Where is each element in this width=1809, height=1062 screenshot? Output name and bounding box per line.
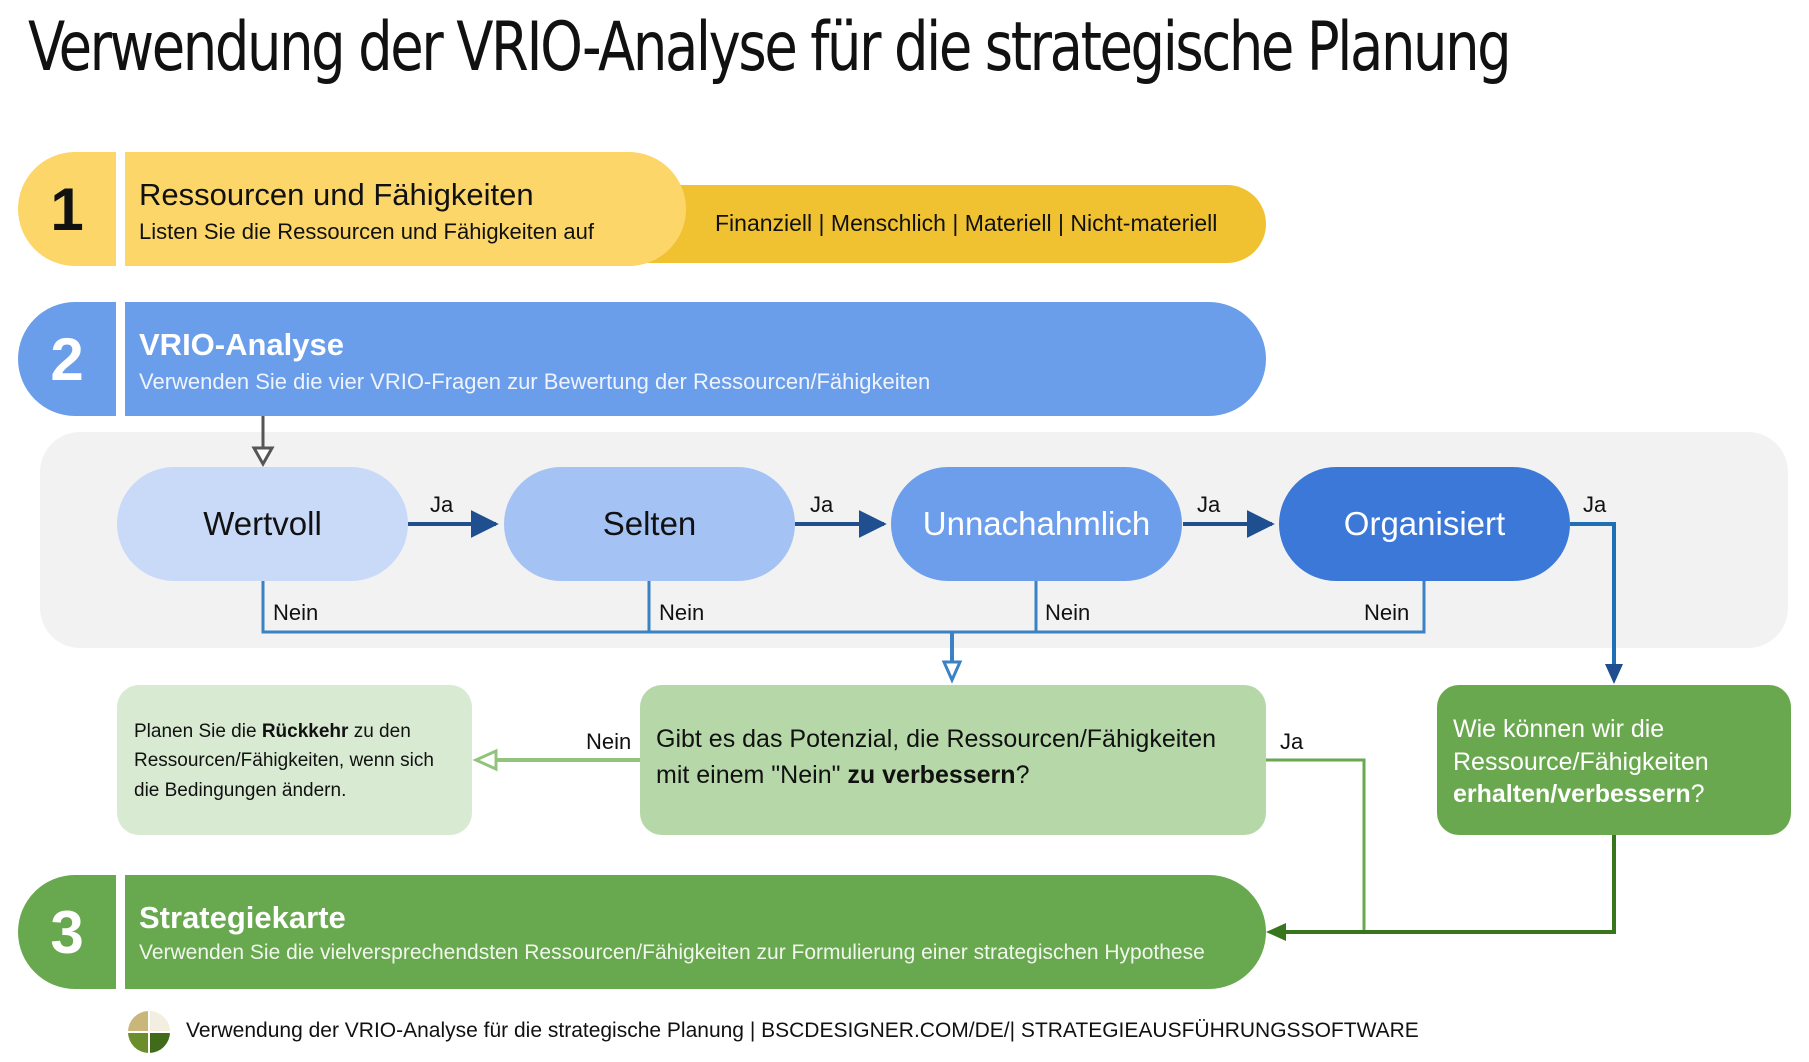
label-ja-2: Ja <box>810 492 834 517</box>
step2-title: VRIO-Analyse <box>139 327 345 362</box>
keep-box: Wie können wir die Ressource/Fähigkeiten… <box>1437 685 1791 835</box>
label-ja-1: Ja <box>430 492 454 517</box>
label-ja-4: Ja <box>1583 492 1607 517</box>
step1-title: Ressourcen und Fähigkeiten <box>139 177 534 212</box>
step2-subtitle: Verwenden Sie die vier VRIO-Fragen zur B… <box>139 369 931 394</box>
step2-divider <box>116 302 125 416</box>
step3-title: Strategiekarte <box>139 900 346 935</box>
step2-block <box>18 302 1266 416</box>
question-box-text: Gibt es das Potenzial, die Ressourcen/Fä… <box>656 725 1217 790</box>
node-selten: Selten <box>504 467 795 581</box>
step2-number: 2 <box>50 325 84 393</box>
step1-block <box>18 152 686 266</box>
step3-subtitle: Verwenden Sie die vielversprechendsten R… <box>139 941 1205 964</box>
label-nein-4: Nein <box>1364 600 1410 625</box>
page-title: Verwendung der VRIO-Analyse für die stra… <box>28 8 1512 87</box>
step1-divider <box>116 152 125 266</box>
keep-box-text: Wie können wir die Ressource/Fähigkeiten… <box>1453 715 1709 808</box>
label-question-ja: Ja <box>1280 729 1304 754</box>
step3-divider <box>116 875 125 989</box>
node-unnachahmlich: Unnachahmlich <box>891 467 1182 581</box>
label-question-nein: Nein <box>586 729 632 754</box>
label-nein-2: Nein <box>659 600 705 625</box>
node-organisiert: Organisiert <box>1279 467 1570 581</box>
step1-categories: Finanziell | Menschlich | Materiell | Ni… <box>715 210 1218 236</box>
step1-subtitle: Listen Sie die Ressourcen und Fähigkeite… <box>139 219 594 244</box>
footer-text: Verwendung der VRIO-Analyse für die stra… <box>186 1019 1419 1042</box>
step3-number: 3 <box>50 898 84 966</box>
return-box: Planen Sie die Rückkehr zu den Ressource… <box>117 685 472 835</box>
question-box: Gibt es das Potenzial, die Ressourcen/Fä… <box>640 685 1266 835</box>
label-nein-3: Nein <box>1045 600 1091 625</box>
step3-block <box>18 875 1266 989</box>
step1-number: 1 <box>50 175 84 243</box>
label-ja-3: Ja <box>1197 492 1221 517</box>
bscdesigner-logo-icon <box>128 1011 170 1053</box>
return-box-text: Planen Sie die Rückkehr zu den Ressource… <box>134 721 434 801</box>
label-nein-1: Nein <box>273 600 319 625</box>
node-wertvoll: Wertvoll <box>117 467 408 581</box>
